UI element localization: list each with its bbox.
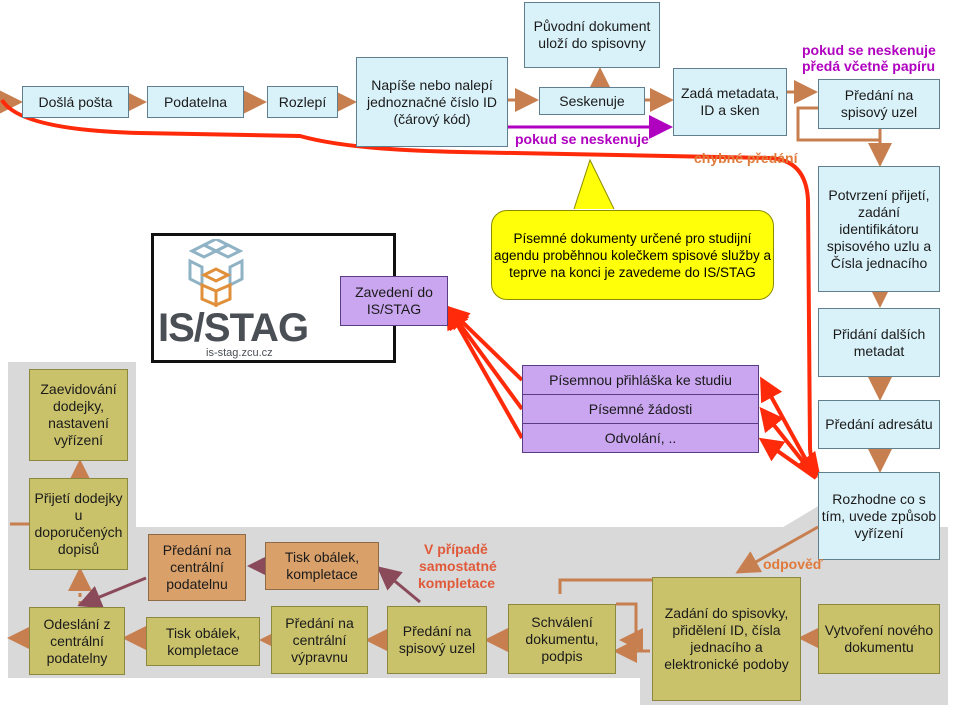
- node-zavedeni-is-stag: Zavedení do IS/STAG: [340, 276, 448, 326]
- node-predani-spisovy-uzel-bottom: Předání na spisový uzel: [387, 606, 487, 674]
- label-odpoved: odpověď: [763, 556, 823, 572]
- logo-url: is-stag.zcu.cz: [206, 347, 273, 359]
- node-predani-vypravnu: Předání na centrální výpravnu: [271, 606, 368, 674]
- label-preda-vcetne-papiru: předá včetně papíru: [802, 58, 936, 74]
- node-rozhodne: Rozhodne co s tím, uvede způsob vyřízení: [818, 472, 940, 560]
- node-puvodni-dokument: Původní dokument uloží do spisovny: [524, 2, 660, 68]
- cube-logo-icon: [188, 239, 244, 307]
- label-pokud-neskenuje-top: pokud se neskenuje: [802, 42, 936, 58]
- callout-note: Písemné dokumenty určené pro studijní ag…: [491, 210, 774, 300]
- node-zaevidovani-dodejky: Zaevidování dodejky, nastavení vyřízení: [29, 369, 128, 461]
- node-potvrzeni-prijeti: Potvrzení přijetí, zadání identifikátoru…: [818, 166, 940, 292]
- label-samostatne: samostatné: [419, 558, 497, 574]
- node-zadani-do-spisovky: Zadání do spisovky, přidělení ID, čísla …: [652, 577, 801, 701]
- node-predani-adresatu: Předání adresátu: [818, 400, 940, 449]
- node-napise: Napíše nebo nalepí jednoznačné číslo ID …: [356, 57, 508, 147]
- node-zada-metadata: Zadá metadata, ID a sken: [673, 68, 787, 136]
- node-odeslani-podatelny: Odeslání z centrální podatelny: [29, 607, 125, 675]
- node-pridani-metadat: Přidání dalších metadat: [818, 308, 940, 377]
- label-chybne-predani: chybné předání: [694, 150, 798, 166]
- stag-item-zadosti: Písemné žádosti: [522, 394, 759, 424]
- label-kompletace: kompletace: [418, 575, 496, 591]
- node-rozlepi: Rozlepí: [267, 86, 338, 118]
- stag-item-prihlaska: Písemnou přihláška ke studiu: [522, 365, 759, 395]
- node-podatelna: Podatelna: [147, 86, 244, 118]
- stag-item-odvolani: Odvolání, ..: [522, 423, 759, 453]
- logo-wordmark: IS/STAG: [158, 306, 309, 350]
- node-tisk-obalek-orange: Tisk obálek, kompletace: [265, 542, 379, 590]
- is-stag-logo: IS/STAG is-stag.zcu.cz: [151, 233, 396, 363]
- callout-text: Písemné dokumenty určené pro studijní ag…: [494, 230, 771, 280]
- node-predani-spisovy-uzel: Předání na spisový uzel: [818, 79, 940, 129]
- node-schvaleni-dokumentu: Schválení dokumentu, podpis: [508, 604, 616, 674]
- node-dosla-posta: Došlá pošta: [22, 86, 129, 118]
- node-seskenuje: Seskenuje: [539, 87, 645, 115]
- node-prijeti-dodejky: Přijetí dodejky u doporučených dopisů: [29, 478, 128, 570]
- node-predani-centralni-podatelnu: Předání na centrální podatelnu: [148, 534, 246, 601]
- node-tisk-obalek-bottom: Tisk obálek, kompletace: [146, 617, 260, 666]
- label-pokud-neskenuje-mid: pokud se neskenuje: [515, 131, 649, 147]
- node-vytvoreni-dokumentu: Vytvoření nového dokumentu: [818, 604, 940, 674]
- label-v-pripade: V případě: [424, 541, 488, 557]
